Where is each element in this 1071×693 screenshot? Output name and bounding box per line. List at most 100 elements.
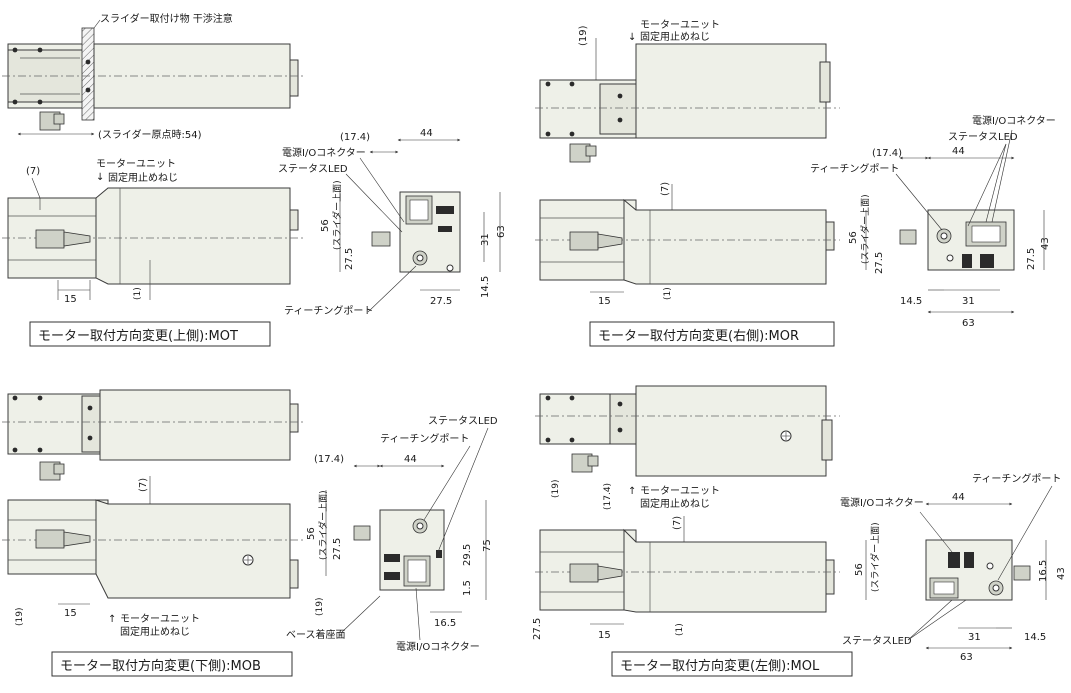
mor-end-view: (17.4) 44 電源I/Oコネクター ステータスLED ティーチングポート … [810, 114, 1056, 329]
mot-motor-unit-label: モーターユニット [96, 158, 176, 170]
mob-caption-box [51, 651, 293, 677]
mor-fix-screw-label: 固定用止めねじ [640, 30, 710, 43]
mob-dim-56: 56 [306, 527, 317, 540]
mob-slider-top-label: (スライダー上面) [317, 490, 329, 560]
mol-side-view: (7) 15 (1) 27.5 [532, 516, 840, 641]
mot-side-view: (7) モーターユニット ↓ 固定用止めねじ 15 (1) [2, 158, 305, 305]
mob-teaching-port-label: ティーチングポート [380, 432, 469, 445]
mob-dim-44: 44 [404, 454, 417, 465]
mob-fix-screw-label: 固定用止めねじ [120, 625, 190, 638]
mot-dim-44: 44 [420, 128, 433, 139]
mob-side-view: (7) 15 (19) ↑ モーターユニット 固定用止めねじ [2, 476, 305, 638]
mob-dim-7: (7) [138, 478, 149, 492]
mor-teaching-port-label: ティーチングポート [810, 162, 899, 175]
mot-dim-27-5-h: 27.5 [430, 296, 452, 307]
mol-dim-31: 31 [968, 632, 981, 643]
mol-dim-44: 44 [952, 492, 965, 503]
mor-dim-19: (19) [578, 25, 589, 46]
mob-dim-75: 75 [482, 539, 493, 552]
mor-slider-top-label: (スライダー上面) [859, 194, 871, 264]
mob-dim-1-5: 1.5 [462, 580, 473, 596]
mot-power-io-label: 電源I/Oコネクター [282, 146, 366, 159]
mol-dim-7: (7) [672, 516, 683, 530]
mot-end-view: (17.4) 44 電源I/Oコネクター ステータスLED 56 (スライダー上… [278, 128, 507, 317]
mol-dim-56: 56 [854, 563, 865, 576]
mol-dim-15: 15 [598, 630, 611, 641]
mol-motor-unit-label: モーターユニット [640, 485, 720, 497]
mol-fix-screw-label: 固定用止めねじ [640, 497, 710, 510]
mol-slider-top-label: (スライダー上面) [869, 522, 881, 592]
mol-power-io-label: 電源I/Oコネクター [840, 496, 924, 509]
mob-dim-19-end: (19) [315, 598, 325, 616]
mor-dim-63: 63 [962, 318, 975, 329]
mol-dim-17-4: (17.4) [603, 483, 613, 510]
view-mot: スライダー取付け物 干渉注意 (スライダー原点時:54) (7) モーターユニッ… [2, 12, 507, 347]
view-mol: (19) (17.4) ↑ モーターユニット 固定用止めねじ (7) 15 (1… [532, 385, 1067, 677]
mor-status-led-label: ステータスLED [948, 131, 1018, 143]
mol-caption: モーター取付方向変更(左側):MOL [620, 658, 820, 674]
mot-dim-14-5: 14.5 [480, 276, 491, 298]
mol-dim-63: 63 [960, 652, 973, 663]
mob-power-io-label: 電源I/Oコネクター [396, 640, 480, 653]
mot-fix-screw-label: 固定用止めねじ [108, 171, 178, 184]
mot-caption: モーター取付方向変更(上側):MOT [38, 328, 238, 344]
mot-slider-top-label: (スライダー上面) [331, 180, 343, 250]
mot-dim-27-5-v: 27.5 [344, 248, 355, 270]
mob-arrow-up: ↑ [108, 614, 116, 625]
mor-dim-44: 44 [952, 146, 965, 157]
mor-top-view: (19) モーターユニット ↓ 固定用止めねじ [535, 19, 840, 163]
mob-dim-19: (19) [15, 608, 25, 626]
mot-top-view: スライダー取付け物 干渉注意 (スライダー原点時:54) [2, 12, 305, 141]
mob-caption: モーター取付方向変更(下側):MOB [60, 658, 261, 674]
mol-dim-43: 43 [1056, 567, 1067, 580]
mob-base-seat-label: ベース着座面 [286, 628, 346, 641]
mob-motor-unit-label: モーターユニット [120, 613, 200, 625]
mot-dim-63: 63 [496, 225, 507, 238]
mot-dim-31: 31 [480, 233, 491, 246]
mor-arrow-down: ↓ [628, 32, 636, 43]
mol-caption-box [611, 651, 853, 677]
mob-dim-29-5: 29.5 [462, 544, 473, 566]
mor-power-io-label: 電源I/Oコネクター [972, 114, 1056, 127]
mot-dim-17-4: (17.4) [340, 132, 370, 143]
mol-dim-27-5-left: 27.5 [532, 618, 543, 640]
mor-dim-27-5-r: 27.5 [1026, 248, 1037, 270]
mot-status-led-label: ステータスLED [278, 163, 348, 175]
mob-top-view [2, 389, 305, 481]
mot-dim-1: (1) [133, 287, 143, 300]
mor-dim-31: 31 [962, 296, 975, 307]
mot-slider-origin-label: (スライダー原点時:54) [98, 128, 202, 141]
mol-arrow-up: ↑ [628, 486, 636, 497]
mob-dim-16-5: 16.5 [434, 618, 456, 629]
mor-caption-box [589, 321, 835, 347]
mot-teaching-port-label: ティーチングポート [284, 304, 373, 317]
mor-dim-1: (1) [663, 287, 673, 300]
mol-dim-1: (1) [675, 623, 685, 636]
mor-dim-43: 43 [1040, 237, 1051, 250]
mor-dim-14-5: 14.5 [900, 296, 922, 307]
mot-dim-15: 15 [64, 294, 77, 305]
mor-dim-15: 15 [598, 296, 611, 307]
mor-dim-7: (7) [660, 182, 671, 196]
mor-side-view: (7) 15 (1) [535, 182, 840, 307]
mot-dim-7: (7) [26, 166, 40, 177]
mob-dim-27-5-v: 27.5 [332, 538, 343, 560]
mol-end-view: 44 ティーチングポート 電源I/Oコネクター 56 (スライダー上面) 43 … [840, 472, 1067, 663]
mob-status-led-label: ステータスLED [428, 415, 498, 427]
mob-dim-15: 15 [64, 608, 77, 619]
mor-dim-17-4: (17.4) [872, 148, 902, 159]
mot-arrow-down: ↓ [96, 172, 104, 183]
mor-dim-56: 56 [848, 231, 859, 244]
mol-dim-19: (19) [551, 480, 561, 498]
mot-caption-box [29, 321, 271, 347]
mor-caption: モーター取付方向変更(右側):MOR [598, 328, 799, 344]
view-mob: (7) 15 (19) ↑ モーターユニット 固定用止めねじ (17.4) 44… [2, 389, 498, 677]
mot-slider-interference-label: スライダー取付け物 干渉注意 [100, 12, 233, 25]
mol-dim-16-5: 16.5 [1038, 560, 1049, 582]
mol-teaching-port-label: ティーチングポート [972, 472, 1061, 485]
view-mor: (19) モーターユニット ↓ 固定用止めねじ (7) 15 (1) [535, 19, 1056, 347]
mol-status-led-label: ステータスLED [842, 635, 912, 647]
mor-motor-unit-label: モーターユニット [640, 19, 720, 31]
mot-dim-56: 56 [320, 219, 331, 232]
